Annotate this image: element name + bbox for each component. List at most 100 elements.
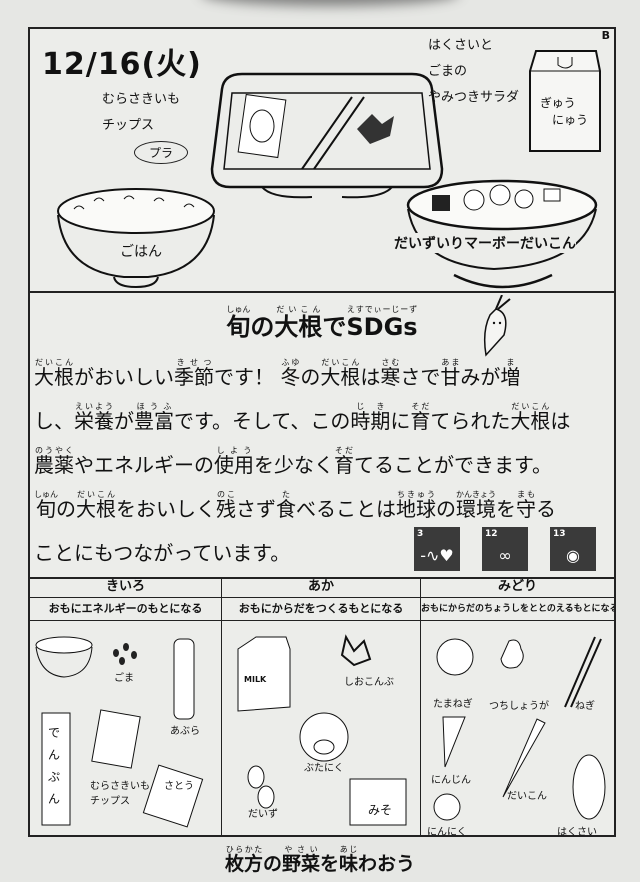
food-item: しおこんぶ — [344, 677, 394, 688]
salad-label: はくさいと ごまの やみつきサラダ — [428, 33, 519, 111]
ruby-word: 味あじ — [339, 845, 359, 875]
red-foods-illustration — [237, 634, 407, 826]
furigana: えすでぃーじーず — [346, 305, 418, 314]
ruby-word: 大根だいこん — [510, 402, 551, 433]
ruby-word: 大根だいこん — [34, 358, 74, 389]
text-run: です。そして、この — [174, 409, 351, 433]
text-run: やエネルギーの — [74, 453, 214, 477]
food-item: にんにく — [427, 827, 467, 838]
ruby-word: 育そだ — [334, 446, 354, 477]
food-item: だいこん — [507, 791, 547, 802]
article-line: ことにもつながっています。 — [34, 529, 610, 573]
text-run: てられた — [430, 409, 511, 433]
text-run: の — [262, 853, 282, 875]
food-item: MILK — [244, 675, 267, 684]
rice-bowl-illustration — [57, 188, 215, 289]
text-run: で — [322, 313, 347, 341]
tray-illustration — [210, 72, 444, 199]
text-run: る — [536, 497, 556, 521]
food-group-name: みどり — [421, 577, 614, 598]
ruby-word: 豊富ほうふ — [134, 402, 174, 433]
ruby-word: 農薬のうやく — [34, 446, 74, 477]
version-badge: B — [601, 29, 610, 42]
furigana: あじ — [339, 845, 359, 854]
ruby-word: 大根だいこん — [76, 490, 116, 521]
ruby-word: 時期じき — [350, 402, 391, 433]
text-run: 少 — [274, 453, 294, 477]
daikon-character-icon — [483, 295, 511, 357]
ruby-word: 大根だいこん — [274, 305, 323, 341]
milk-label-line2: にゅう — [552, 113, 589, 127]
furigana: のこ — [216, 490, 236, 499]
furigana: だいこん — [274, 305, 323, 314]
article-line: 農薬のうやくやエネルギーの使用しようを少なく育そだてることができます。 — [34, 441, 610, 485]
text-run: を — [496, 497, 516, 521]
ruby-word: 寒さむ — [380, 358, 401, 389]
text-run: を — [320, 853, 340, 875]
furigana: だいこん — [510, 402, 551, 411]
text-run: を — [254, 453, 274, 477]
furigana: のうやく — [34, 446, 74, 455]
furigana: そだ — [334, 446, 354, 455]
yellow-foods-illustration — [35, 636, 204, 828]
text-run: がおいしい — [74, 365, 174, 389]
text-run: の — [300, 365, 321, 389]
ruby-word: 守まも — [516, 490, 536, 521]
milk-carton-illustration — [529, 50, 601, 152]
text-run: みが — [460, 365, 501, 389]
article-line: 旬しゅんの大根だいこんをおいしく残のこさず食たべることは地球ちきゅうの環境かんき… — [34, 485, 610, 529]
food-group-red: あか おもにからだをつくるもとになる MILK しおこんぶ ぶたにく だいず み… — [222, 577, 421, 837]
furigana: ほうふ — [134, 402, 174, 411]
food-item: ぶたにく — [304, 763, 344, 774]
sdg-goal-number: 3 — [417, 529, 424, 539]
text-run: は — [360, 365, 381, 389]
furigana: だいこん — [34, 358, 74, 367]
ruby-word: 栄養えいよう — [74, 402, 114, 433]
food-item: みそ — [368, 803, 393, 817]
furigana: ふゆ — [280, 358, 301, 367]
footer-slogan: 枚方ひらかたの野菜やさいを味あじわおう — [0, 845, 640, 876]
furigana: かんきょう — [456, 490, 496, 499]
article-body: 大根だいこんがおいしい季節きせつです！ 冬ふゆの大根だいこんは寒さむさで甘あまみ… — [34, 353, 610, 573]
text-run: をおいしく — [116, 497, 216, 521]
ruby-word: 増ま — [500, 358, 521, 389]
text-run: の — [250, 313, 275, 341]
furigana: さむ — [380, 358, 401, 367]
chips-label: むらさきいも チップス — [102, 87, 180, 139]
sdg-goal-3-icon: 3-∿♥ — [414, 527, 460, 571]
sdg-goal-symbol: ◉ — [566, 546, 580, 565]
green-foods-illustration — [433, 636, 606, 821]
sdg-goal-13-icon: 13◉ — [550, 527, 596, 571]
sdgs-article: 旬しゅんの大根だいこんでSDGsえすでぃーじーず 大根だいこんがおいしい季節きせ… — [30, 291, 614, 579]
main-dish-label: だいずいりマーボーだいこん — [394, 233, 576, 253]
food-item: だいず — [248, 809, 278, 820]
food-item: たまねぎ — [433, 699, 473, 710]
milk-label-line1: ぎゅう — [540, 96, 576, 110]
furigana: あま — [440, 358, 461, 367]
rice-label: ごはん — [120, 244, 162, 260]
text-run: が — [114, 409, 134, 433]
food-group-desc: おもにからだをつくるもとになる — [222, 598, 420, 621]
food-group-yellow: きいろ おもにエネルギーのもとになる ごま あぶら むらさきいも チップス でん… — [30, 577, 222, 837]
text-run: さで — [400, 365, 441, 389]
ruby-word: 環境かんきょう — [456, 490, 496, 521]
text-run: し、 — [34, 409, 74, 433]
ruby-word: 枚方ひらかた — [224, 845, 263, 875]
food-group-green: みどり おもにからだのちょうしをととのえるもとになる たまねぎ つちしょうが ね… — [421, 577, 614, 838]
text-run: の — [56, 497, 76, 521]
text-run: です！ — [214, 365, 281, 389]
text-run: さず — [236, 497, 276, 521]
sdg-goal-number: 13 — [553, 529, 566, 539]
article-title: 旬しゅんの大根だいこんでSDGsえすでぃーじーず — [30, 305, 614, 342]
food-item: でんぷん — [48, 726, 61, 806]
menu-date: 12/16(火) — [42, 47, 202, 82]
sdg-goal-number: 12 — [485, 529, 498, 539]
furigana: ま — [500, 358, 521, 367]
photo-shadow — [200, 0, 460, 6]
furigana: た — [276, 490, 296, 499]
furigana: そだ — [410, 402, 431, 411]
food-item: ごま — [114, 673, 134, 684]
text-run: ことにもつながっています。 — [34, 541, 291, 565]
furigana: きせつ — [174, 358, 214, 367]
food-groups-table: きいろ おもにエネルギーのもとになる ごま あぶら むらさきいも チップス でん… — [30, 577, 614, 838]
